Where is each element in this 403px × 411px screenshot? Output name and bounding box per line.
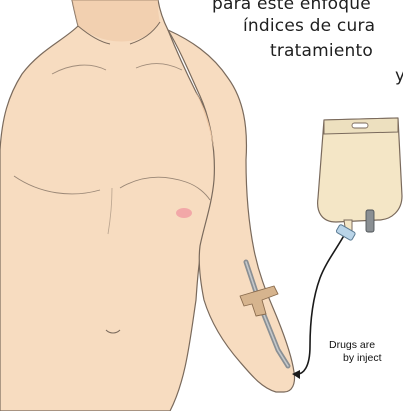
iv-bag-hanger-hole [352, 123, 368, 128]
caption-line-1: Drugs are [329, 339, 375, 352]
iv-tubing [294, 232, 346, 374]
caption-line-2: by inject [343, 352, 382, 365]
iv-bag [318, 118, 402, 241]
nipple [176, 208, 192, 218]
iv-bag-port-right [366, 210, 374, 232]
